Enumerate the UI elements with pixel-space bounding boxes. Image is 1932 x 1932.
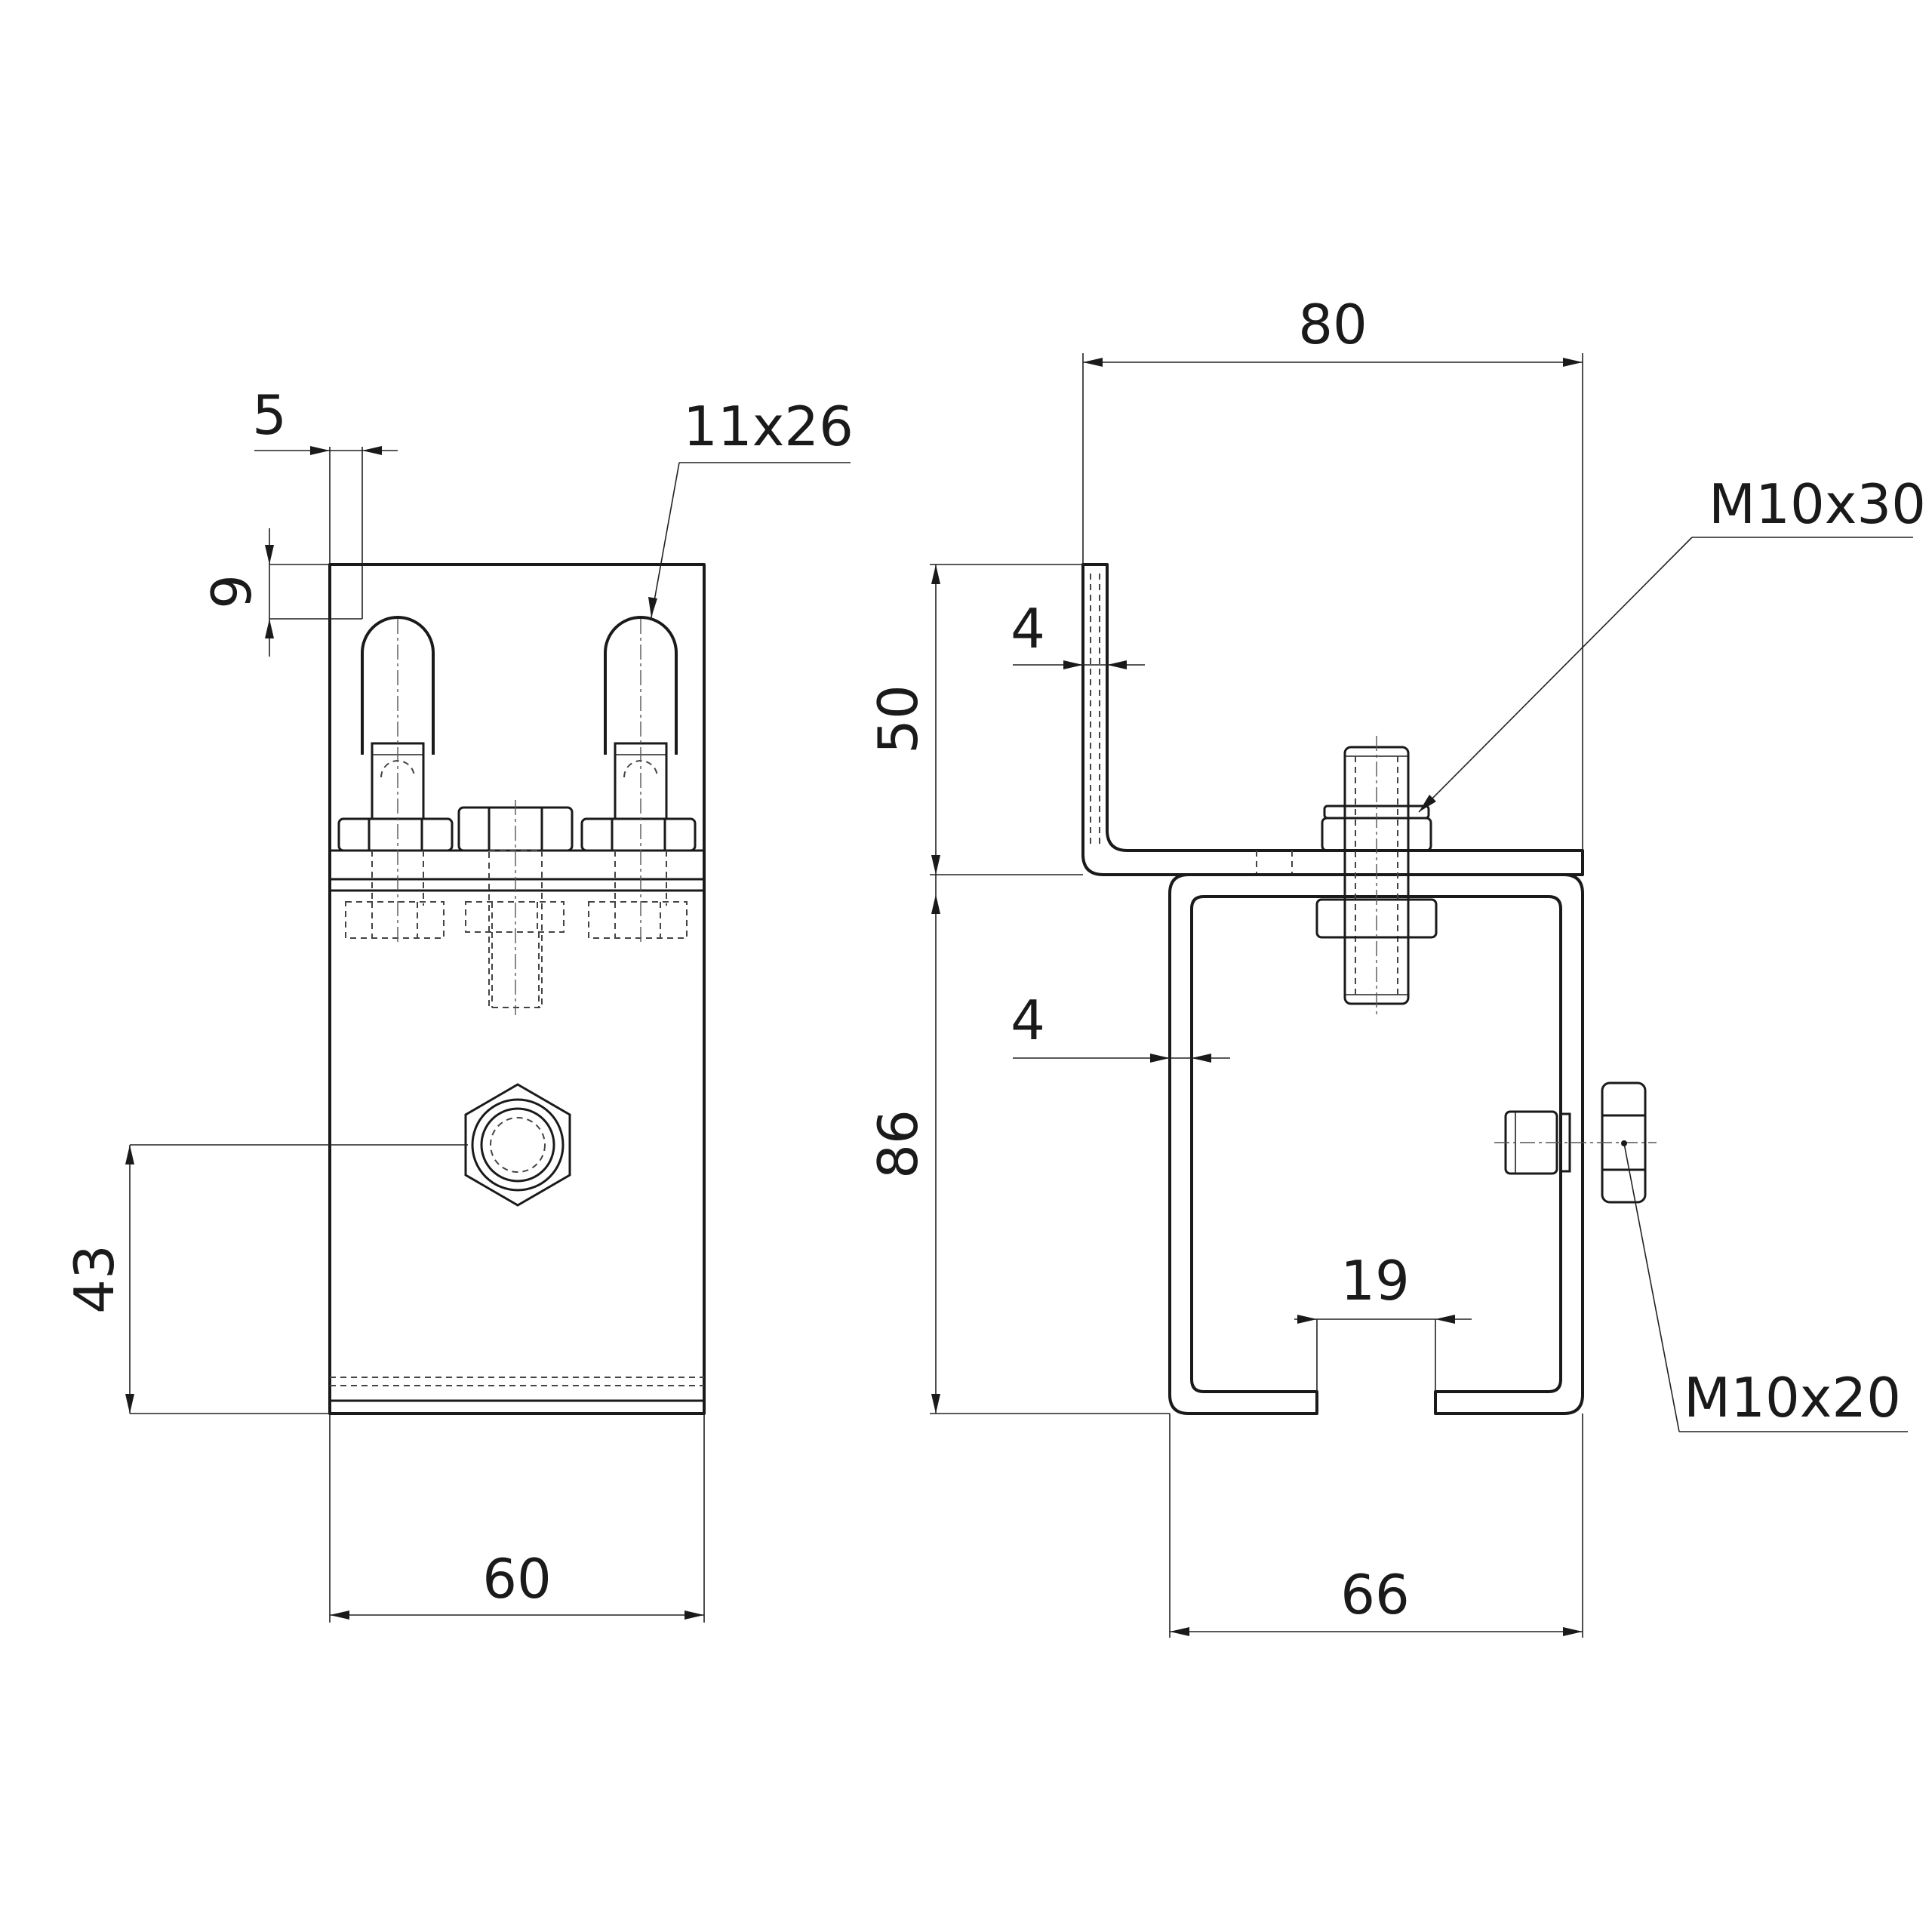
dim-channel-height: 86 [866,1109,930,1179]
side-view-dimensions [930,353,1913,1638]
dim-bracket-width: 60 [482,1547,552,1611]
dim-channel-wall: 4 [1011,989,1045,1052]
front-view-dimensions [125,446,851,1623]
dim-bolt-side: M10x20 [1684,1366,1901,1429]
slot-left [361,616,435,755]
top-bolt [1315,736,1438,1015]
dim-slot-top: 9 [200,574,263,609]
dim-bolt-top: M10x30 [1709,472,1926,536]
dim-slot-gap: 19 [1340,1249,1410,1312]
dim-top-width: 80 [1298,293,1367,356]
front-view [328,563,706,1415]
dim-bolt-height: 43 [63,1244,126,1314]
slot-right [604,616,678,755]
front-plate-outline [328,563,706,1415]
l-bracket [1081,563,1584,876]
side-bolt [1494,1081,1657,1204]
dim-slot-offset: 5 [252,383,287,447]
dim-upper-height: 50 [866,685,930,754]
dim-flange-thickness: 4 [1011,597,1045,660]
dim-slot-size: 11x26 [683,395,854,458]
dim-channel-width: 66 [1340,1563,1410,1626]
side-hex-nut [464,1083,571,1207]
